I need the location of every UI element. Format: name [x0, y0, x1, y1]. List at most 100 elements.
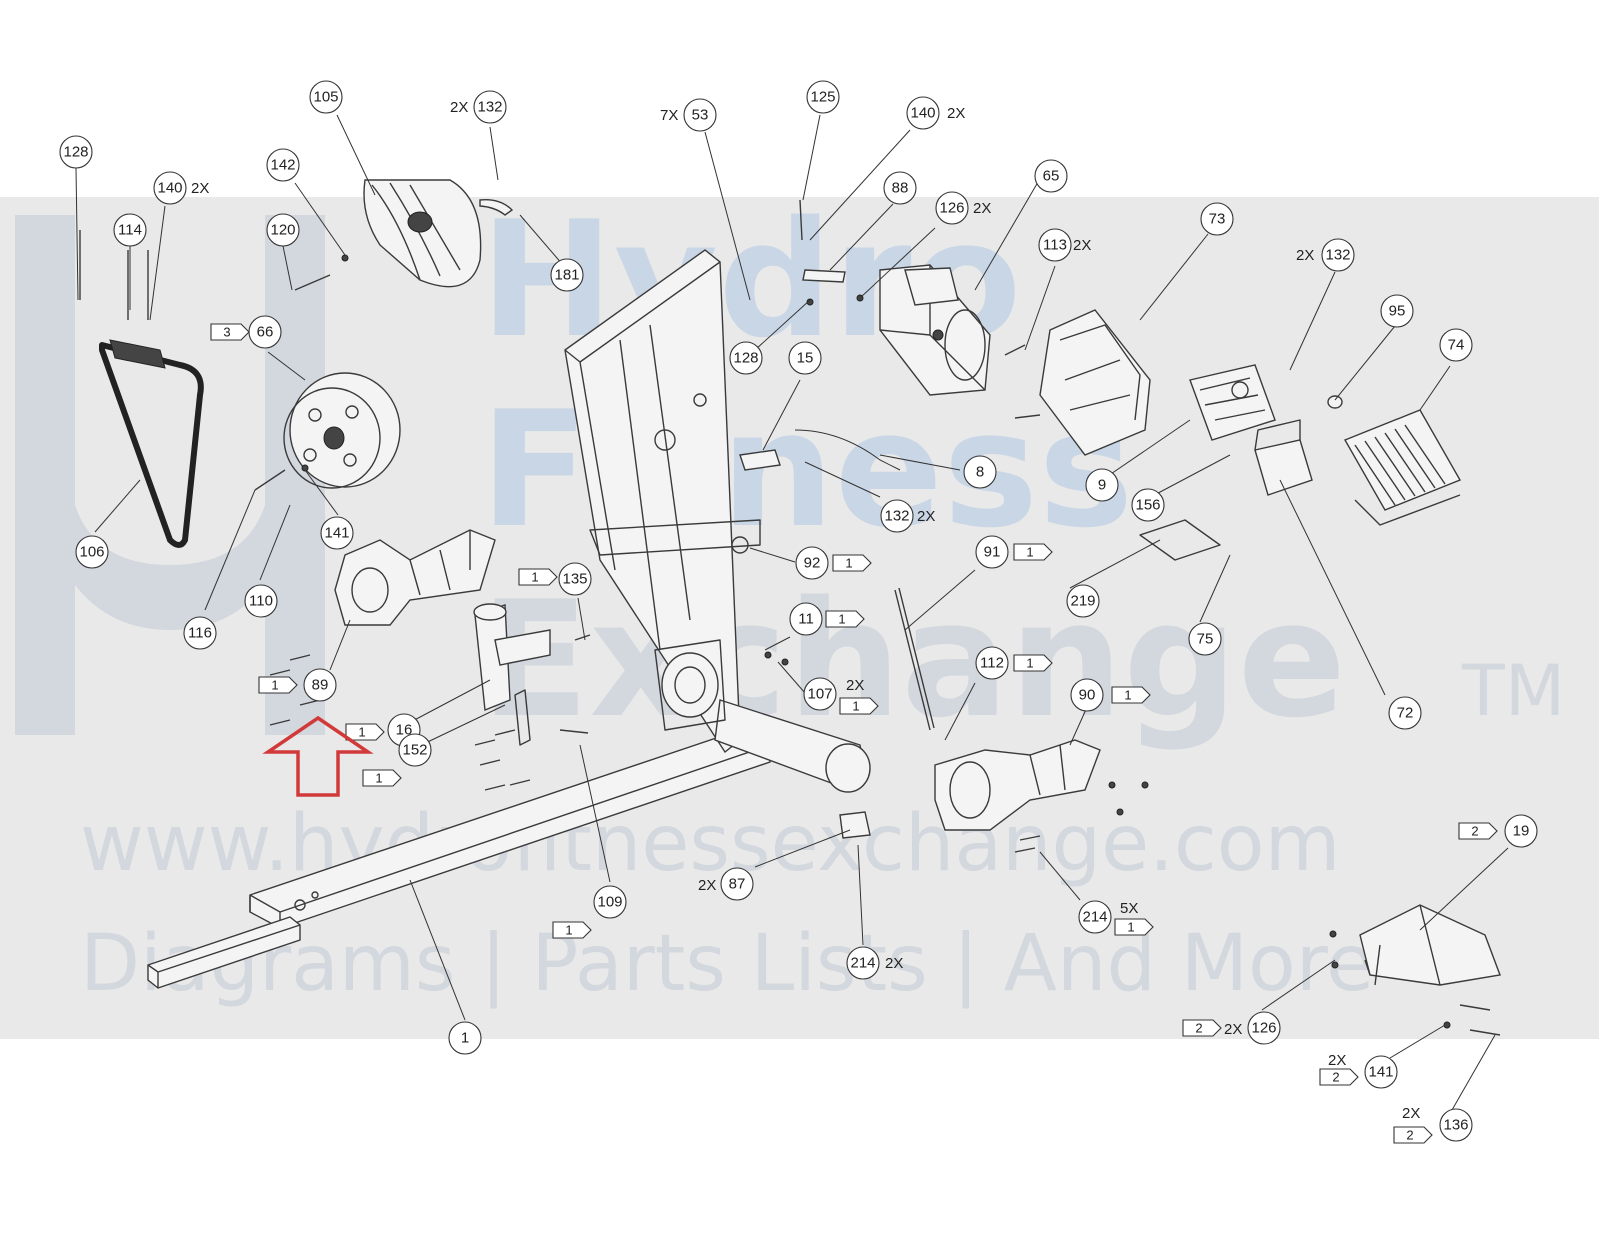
svg-text:1: 1	[1124, 688, 1131, 703]
svg-text:9: 9	[1098, 477, 1106, 494]
callout-128: 128	[729, 341, 763, 375]
part-foot-87	[839, 811, 871, 839]
svg-text:156: 156	[1135, 497, 1160, 514]
svg-text:136: 136	[1443, 1117, 1468, 1134]
svg-text:128: 128	[63, 144, 88, 161]
svg-text:109: 109	[597, 894, 622, 911]
flag-1: 1	[1013, 654, 1053, 672]
svg-text:214: 214	[850, 955, 875, 972]
svg-text:92: 92	[804, 555, 821, 572]
callout-53: 53	[683, 98, 717, 132]
svg-text:91: 91	[984, 544, 1001, 561]
callout-156: 156	[1131, 488, 1165, 522]
callout-87: 87	[720, 867, 754, 901]
svg-text:73: 73	[1209, 211, 1226, 228]
callout-106: 106	[75, 535, 109, 569]
part-gas-spring	[894, 587, 935, 731]
svg-text:126: 126	[1251, 1020, 1276, 1037]
svg-text:135: 135	[562, 571, 587, 588]
flag-1: 1	[1114, 918, 1154, 936]
part-power-box	[1254, 419, 1313, 496]
svg-text:107: 107	[807, 686, 832, 703]
highlight-arrow-icon	[262, 715, 374, 797]
qty-label: 2X	[973, 200, 991, 217]
svg-text:113: 113	[1043, 237, 1067, 254]
callout-181: 181	[550, 258, 584, 292]
svg-text:1: 1	[845, 556, 852, 571]
svg-text:106: 106	[79, 544, 104, 561]
callout-136: 136	[1439, 1108, 1473, 1142]
callout-142: 142	[266, 148, 300, 182]
svg-text:1: 1	[1026, 656, 1033, 671]
qty-label: 2X	[917, 508, 935, 525]
svg-text:1: 1	[271, 678, 278, 693]
flag-2: 2	[1182, 1019, 1222, 1037]
svg-text:2: 2	[1471, 824, 1478, 839]
svg-text:126: 126	[939, 200, 964, 217]
callout-92: 92	[795, 546, 829, 580]
callout-107: 107	[803, 677, 837, 711]
flag-1: 1	[1013, 543, 1053, 561]
svg-text:95: 95	[1389, 303, 1406, 320]
part-control-housing	[1039, 309, 1151, 456]
flag-2: 2	[1458, 822, 1498, 840]
flag-1: 1	[518, 568, 558, 586]
part-pulley-wheel	[283, 372, 401, 489]
svg-text:114: 114	[118, 222, 142, 239]
part-rear-bracket	[1359, 904, 1501, 986]
svg-text:110: 110	[249, 593, 273, 610]
callout-74: 74	[1439, 328, 1473, 362]
svg-text:1: 1	[531, 570, 538, 585]
part-upright-column	[564, 249, 871, 793]
svg-text:3: 3	[223, 325, 230, 340]
part-plate-88	[802, 269, 846, 283]
callout-219: 219	[1066, 584, 1100, 618]
callout-128: 128	[59, 135, 93, 169]
svg-text:132: 132	[884, 508, 909, 525]
part-brake-assembly	[879, 264, 991, 396]
svg-text:72: 72	[1397, 705, 1414, 722]
svg-text:141: 141	[1368, 1064, 1393, 1081]
qty-label: 2X	[698, 877, 716, 894]
callout-89: 89	[303, 668, 337, 702]
svg-text:105: 105	[313, 89, 338, 106]
svg-text:1: 1	[838, 612, 845, 627]
svg-text:1: 1	[375, 771, 382, 786]
callout-113: 113	[1038, 228, 1072, 262]
flag-3: 3	[210, 323, 250, 341]
part-circuit-board	[1189, 364, 1276, 441]
part-knob	[1327, 395, 1343, 409]
svg-text:2: 2	[1195, 1021, 1202, 1036]
svg-text:87: 87	[729, 876, 746, 893]
callout-66: 66	[248, 315, 282, 349]
svg-text:116: 116	[188, 625, 212, 642]
svg-text:90: 90	[1079, 687, 1096, 704]
flag-2: 2	[1319, 1068, 1359, 1086]
part-fasteners	[79, 199, 1501, 1036]
callout-75: 75	[1188, 622, 1222, 656]
svg-text:1: 1	[1026, 545, 1033, 560]
callout-114: 114	[113, 213, 147, 247]
qty-label: 2X	[450, 99, 468, 116]
svg-text:1: 1	[852, 699, 859, 714]
svg-text:11: 11	[798, 611, 814, 628]
svg-text:1: 1	[565, 923, 572, 938]
flag-1: 1	[258, 676, 298, 694]
svg-text:2: 2	[1406, 1128, 1413, 1143]
qty-label: 2X	[191, 180, 209, 197]
part-bracket-15	[739, 449, 781, 471]
callout-140: 140	[153, 171, 187, 205]
callout-8: 8	[963, 455, 997, 489]
qty-label: 2X	[1296, 247, 1314, 264]
flag-1: 1	[552, 921, 592, 939]
svg-text:112: 112	[980, 655, 1004, 672]
svg-text:15: 15	[797, 350, 814, 367]
callout-214: 214	[1078, 900, 1112, 934]
qty-label: 2X	[1328, 1052, 1346, 1069]
flag-1: 1	[839, 697, 879, 715]
callout-152: 152	[398, 733, 432, 767]
flag-2: 2	[1393, 1126, 1433, 1144]
qty-label: 2X	[885, 955, 903, 972]
svg-text:132: 132	[1325, 247, 1350, 264]
